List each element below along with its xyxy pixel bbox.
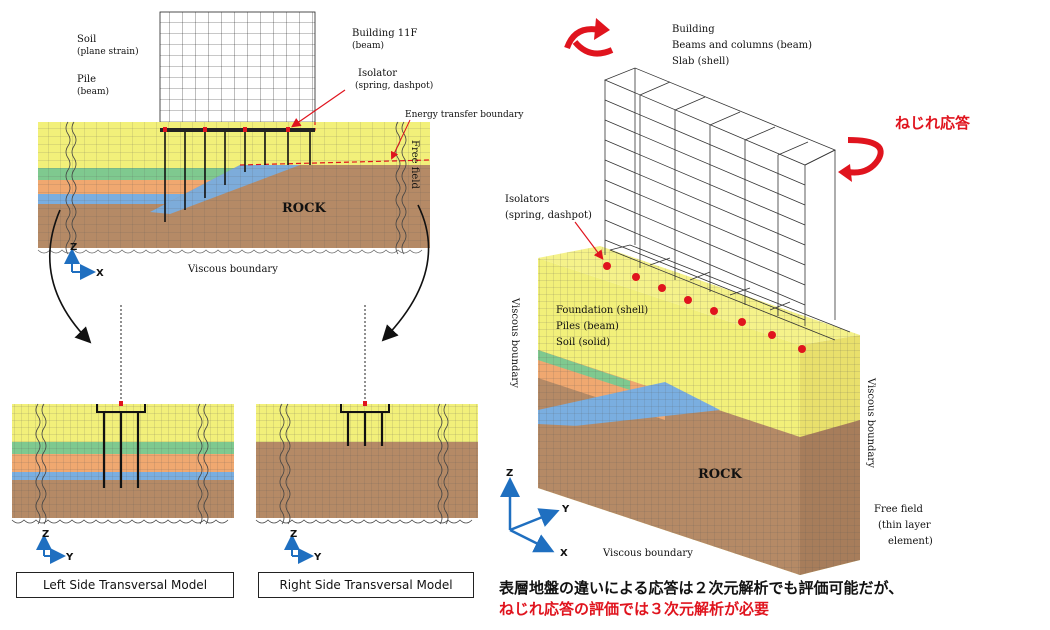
svg-text:X: X — [96, 268, 104, 279]
left-transversal-model: Z Y — [11, 305, 234, 564]
building-3d-frame — [603, 67, 851, 341]
left-model-caption: Left Side Transversal Model — [16, 572, 234, 598]
torsion-label: ねじれ応答 — [895, 114, 971, 132]
model-3d: Building Beams and columns (beam) Slab (… — [500, 18, 971, 575]
soil-sub-label: (plane strain) — [77, 46, 139, 57]
note-line-2: ねじれ応答の評価では３次元解析が必要 — [499, 600, 770, 618]
axes-xz-icon: Z X — [64, 242, 104, 280]
isolators-3d-sub-label: (spring, dashpot) — [505, 210, 592, 221]
svg-text:Z: Z — [290, 529, 297, 540]
slab-label: Slab (shell) — [672, 56, 729, 67]
isolator-2d-sub-label: (spring, dashpot) — [355, 80, 433, 91]
main-2d-model: Soil (plane strain) Pile (beam) Building… — [37, 11, 524, 344]
right-transversal-model: Z Y — [255, 305, 478, 564]
piles-2d — [164, 132, 311, 222]
right-model-caption: Right Side Transversal Model — [258, 572, 474, 598]
building-2d-sub-label: (beam) — [352, 40, 384, 51]
pile-sub-label: (beam) — [77, 86, 109, 97]
free-field-3d-sub1: (thin layer — [878, 520, 931, 531]
viscous-3d-bottom-label: Viscous boundary — [602, 548, 693, 559]
soil-solid-label: Soil (solid) — [556, 337, 610, 348]
svg-text:Y: Y — [313, 552, 322, 563]
energy-boundary-label: Energy transfer boundary — [405, 110, 524, 120]
axes-xyz-icon: Z Y X — [500, 468, 570, 559]
note-line-1: 表層地盤の違いによる応答は２次元解析でも評価可能だが、 — [499, 579, 904, 597]
svg-text:Z: Z — [70, 242, 77, 253]
arrow-to-left-model — [49, 209, 92, 344]
svg-text:Y: Y — [561, 504, 570, 515]
soil-label: Soil — [77, 34, 96, 45]
free-field-3d-label: Free field — [874, 504, 924, 515]
viscous-boundary-2d — [37, 249, 423, 254]
piles-label: Piles (beam) — [556, 321, 619, 332]
isolators-3d — [603, 262, 806, 353]
arrow-to-right-model — [381, 204, 430, 342]
building-2d-label: Building 11F — [352, 28, 418, 39]
axes-yz-right-icon: Z Y — [284, 529, 322, 564]
torsion-arrow-bottom — [847, 137, 884, 176]
isolator-2d-label: Isolator — [358, 68, 397, 79]
viscous-2d-label: Viscous boundary — [187, 264, 278, 275]
pile-label: Pile — [77, 74, 96, 85]
svg-text:X: X — [560, 548, 568, 559]
beams-columns-label: Beams and columns (beam) — [672, 40, 812, 51]
viscous-3d-right-label: Viscous boundary — [865, 377, 876, 468]
isolators-3d-label: Isolators — [505, 194, 549, 205]
axes-yz-left-icon: Z Y — [36, 529, 74, 564]
building-2d-grid — [159, 11, 316, 131]
rock-label: ROCK — [282, 201, 326, 216]
rock-3d-label: ROCK — [698, 467, 742, 482]
foundation-label: Foundation (shell) — [556, 305, 648, 316]
svg-text:Z: Z — [42, 529, 49, 540]
viscous-3d-left-label: Viscous boundary — [509, 297, 520, 388]
free-field-2d-label: Free field — [409, 140, 420, 190]
free-field-3d-sub2: element) — [888, 536, 933, 547]
building-3d-label: Building — [672, 24, 715, 35]
conclusion-note: 表層地盤の違いによる応答は２次元解析でも評価可能だが、 ねじれ応答の評価では３次… — [499, 578, 1044, 620]
svg-text:Y: Y — [65, 552, 74, 563]
svg-text:Z: Z — [506, 468, 513, 479]
